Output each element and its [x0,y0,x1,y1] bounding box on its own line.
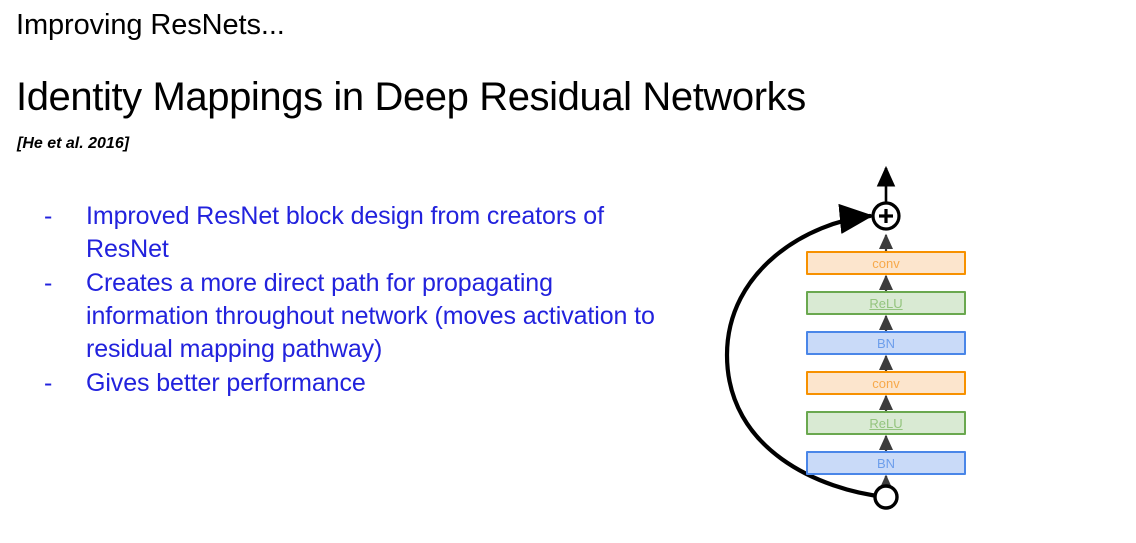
block-label: conv [872,375,900,391]
slide-kicker: Improving ResNets... [16,9,285,41]
bullet-list: - Improved ResNet block design from crea… [40,200,660,401]
block-label: ReLU [869,415,903,431]
list-item: - Improved ResNet block design from crea… [40,200,660,266]
block-bn-1[interactable]: BN [806,451,966,475]
bullet-marker-icon: - [44,269,53,297]
bullet-text: Improved ResNet block design from creato… [86,202,604,263]
diagram-connections [724,165,901,510]
page-title: Identity Mappings in Deep Residual Netwo… [16,75,806,119]
block-relu-2[interactable]: ReLU [806,291,966,315]
block-label: BN [876,455,896,471]
block-conv-1[interactable]: conv [806,371,966,395]
bullet-marker-icon: - [44,202,53,230]
list-item: - Creates a more direct path for propaga… [40,267,660,366]
list-item: - Gives better performance [40,367,660,400]
block-label: ReLU [869,295,903,311]
bullet-text: Gives better performance [86,369,366,397]
bullet-marker-icon: - [44,369,53,397]
input-split-node-circle [873,484,899,510]
block-label: BN [876,335,896,351]
block-relu-1[interactable]: ReLU [806,411,966,435]
block-conv-2[interactable]: conv [806,251,966,275]
skip-connection-path [724,203,889,500]
block-bn-2[interactable]: BN [806,331,966,355]
residual-block-diagram: conv ReLU BN conv ReLU BN [700,160,1030,540]
bullet-text: Creates a more direct path for propagati… [86,269,655,363]
block-label: conv [872,255,900,271]
paper-citation: [He et al. 2016] [17,135,130,152]
